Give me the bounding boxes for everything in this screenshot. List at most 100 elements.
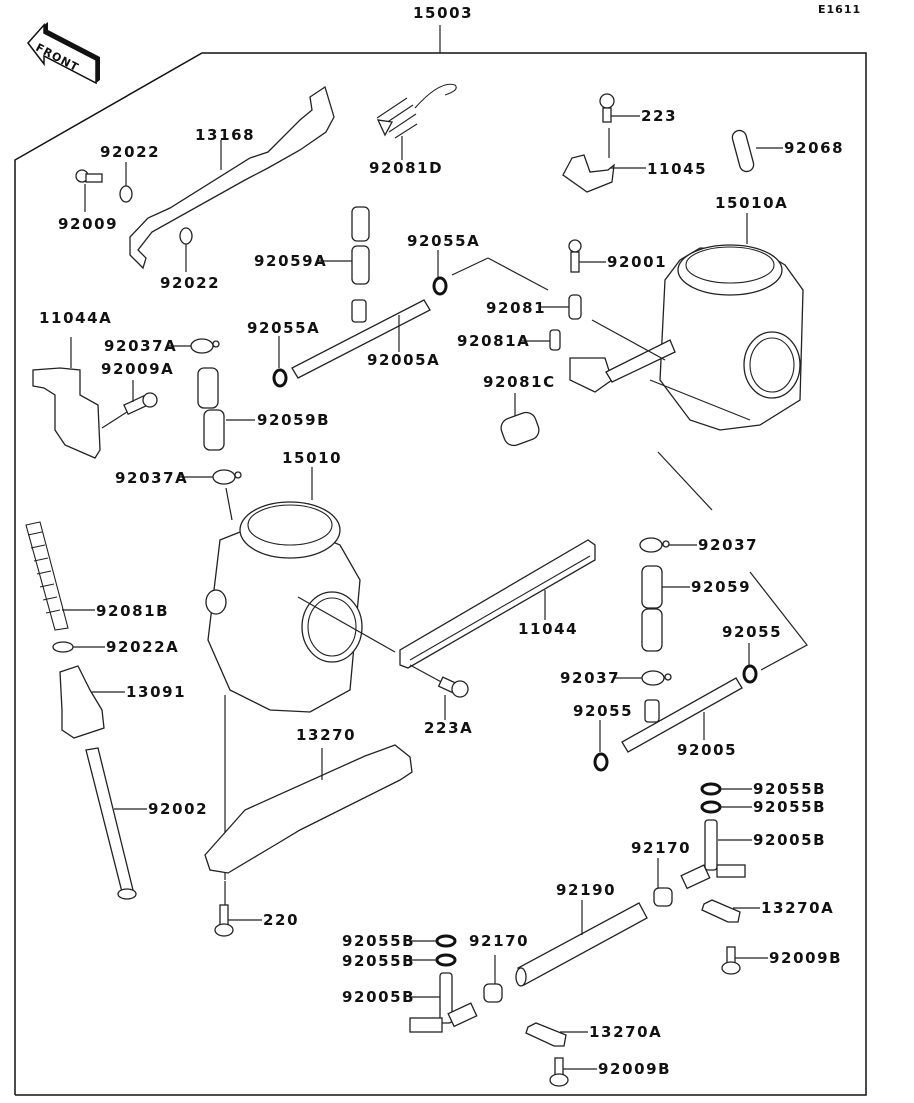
part-label-11044A: 11044A [39,309,113,327]
part-label-15010: 15010 [282,449,343,467]
part-label-13091: 13091 [126,683,187,701]
part-label-92081B: 92081B [96,602,170,620]
part-label-92055B: 92055B [753,798,827,816]
part-label-92009B: 92009B [769,949,843,967]
screw-223A [437,676,469,720]
part-label-13270: 13270 [296,726,357,744]
plate-13270 [204,744,413,874]
part-label-92055A: 92055A [247,319,321,337]
tube-92059A [318,206,370,285]
screw-92009B-left [549,1057,597,1087]
part-label-13270A: 13270A [589,1023,663,1041]
tube-92059B [197,367,255,451]
oring-92055A-top [432,250,448,296]
bracket-13168 [129,85,335,270]
part-label-92005A: 92005A [367,351,441,369]
clip-92037A-bottom [180,469,242,521]
part-label-92170: 92170 [469,932,530,950]
part-label-92037A: 92037A [104,337,178,355]
spring-92081A [522,329,561,351]
washer-92022A [52,641,105,653]
assembly-ref-label: 15003 [413,4,474,22]
bracket-11044A [32,337,131,459]
part-label-92005: 92005 [677,741,738,759]
plate-13270A-right [701,899,760,923]
part-label-15010A: 15010A [715,194,789,212]
part-label-92005B: 92005B [753,831,827,849]
part-label-92190: 92190 [556,881,617,899]
part-label-13270A: 13270A [761,899,835,917]
screw-92009 [75,169,103,212]
part-label-13168: 13168 [195,126,256,144]
part-label-92170: 92170 [631,839,692,857]
part-label-92059A: 92059A [254,252,328,270]
part-label-92055: 92055 [722,623,783,641]
part-label-92055B: 92055B [342,952,416,970]
part-label-92005B: 92005B [342,988,416,1006]
oring-92055-left [593,720,609,772]
clamp-92170-right [653,858,673,907]
washer-92022b [179,227,193,272]
part-label-92037: 92037 [698,536,759,554]
front-arrow-icon [27,22,100,85]
spring-92081D [376,83,457,160]
part-label-92068: 92068 [784,139,845,157]
spring-92081 [540,294,582,320]
part-label-223A: 223A [424,719,474,737]
oring-92055B-left-1 [409,934,457,948]
clip-92037A-top [168,338,220,354]
screw-223 [599,93,640,123]
part-label-92081: 92081 [486,299,547,317]
carburetor-15010 [205,467,396,880]
part-label-92022: 92022 [100,143,161,161]
tube-92059 [641,565,690,652]
part-label-92081C: 92081C [483,373,556,391]
part-label-92022A: 92022A [106,638,180,656]
part-label-92002: 92002 [148,800,209,818]
part-label-220: 220 [263,911,300,929]
clip-92037-top [639,537,697,553]
part-label-92009: 92009 [58,215,119,233]
part-label-92055A: 92055A [407,232,481,250]
oring-92055-right [742,571,808,684]
plate-13270A-left [525,1022,588,1047]
washer-92022a [119,162,133,203]
part-label-92059B: 92059B [257,411,331,429]
part-label-11045: 11045 [647,160,708,178]
hose-92190 [515,900,648,987]
bracket-11044 [399,539,596,685]
part-label-92001: 92001 [607,253,668,271]
clamp-92170-left [483,955,503,1003]
screw-92001 [568,239,606,273]
fitting-92005B-right [680,819,752,890]
part-label-92055: 92055 [573,702,634,720]
part-label-92081D: 92081D [369,159,444,177]
screw-220 [214,881,262,937]
part-label-92022: 92022 [160,274,221,292]
oring-92055A-left [272,336,288,388]
oring-92055B-right-2 [700,800,752,814]
plunger-13091 [59,665,125,739]
spring-92081C [500,393,540,447]
part-label-92055B: 92055B [342,932,416,950]
screw-92002 [85,747,147,900]
screw-92009A [123,380,158,416]
part-label-92081A: 92081A [457,332,531,350]
part-label-92037: 92037 [560,669,621,687]
fitting-92005 [621,677,743,753]
bracket-11045 [562,128,646,193]
oring-92055B-left-2 [409,953,457,967]
oring-92055B-right-1 [700,782,752,796]
cap-92068 [731,129,783,173]
part-label-92059: 92059 [691,578,752,596]
screw-92009B-right [721,946,768,975]
part-label-92009B: 92009B [598,1060,672,1078]
throttle-shaft [569,319,676,393]
fitting-92005A [291,299,431,379]
assembly-frame [14,25,867,1096]
part-label-223: 223 [641,107,678,125]
part-label-92009A: 92009A [101,360,175,378]
part-label-92055B: 92055B [753,780,827,798]
part-label-92037A: 92037A [115,469,189,487]
